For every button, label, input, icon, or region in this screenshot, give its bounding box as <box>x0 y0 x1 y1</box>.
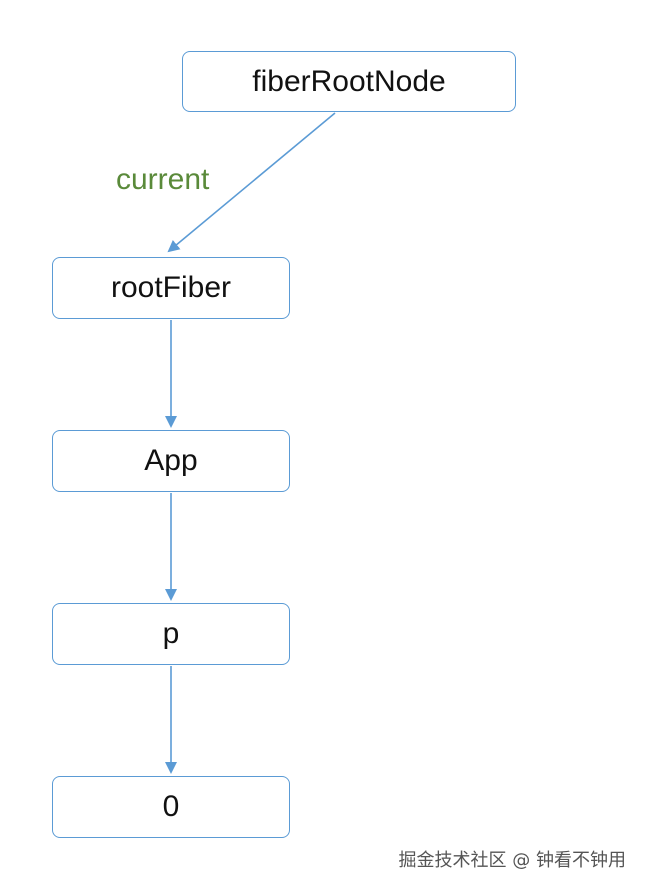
node-p: p <box>52 603 290 665</box>
node-label: App <box>144 444 198 477</box>
node-App: App <box>52 430 290 492</box>
edge-label-current: current <box>116 163 210 196</box>
node-label: p <box>162 617 180 650</box>
node-fiberRootNode: fiberRootNode <box>182 51 516 112</box>
node-label: fiberRootNode <box>252 64 446 98</box>
node-label: 0 <box>162 790 180 823</box>
node-label: rootFiber <box>110 271 232 304</box>
watermark: 掘金技术社区 @ 钟看不钟用 <box>398 850 626 871</box>
node-rootFiber: rootFiber <box>52 257 290 319</box>
node-0: 0 <box>52 776 290 838</box>
